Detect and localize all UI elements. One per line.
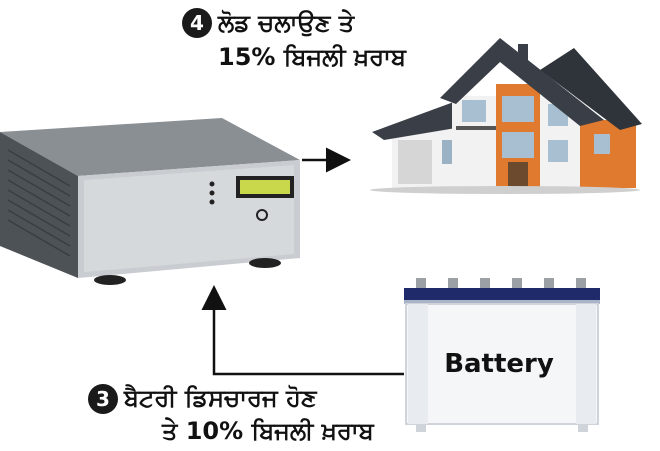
battery-to-inverter-arrow <box>201 285 404 376</box>
power-button-icon <box>256 209 268 221</box>
step-3-line-2: ਤੇ 10% ਬਿਜਲੀ ਖ਼ਰਾਬ <box>162 417 374 445</box>
step-3-line-1: ਬੈਟਰੀ ਡਿਸਚਾਰਜ ਹੋਣ <box>124 384 317 412</box>
step-3-badge: 3 <box>88 384 118 414</box>
inverter-illustration <box>0 118 300 285</box>
step-4-badge: 4 <box>182 8 212 38</box>
step-3-annotation: 3 ਬੈਟਰੀ ਡਿਸਚਾਰਜ ਹੋਣ ਤੇ 10% ਬਿਜਲੀ ਖ਼ਰਾਬ <box>88 382 374 448</box>
step-4-line-2: 15% ਬਿਜਲੀ ਖ਼ਰਾਬ <box>218 43 406 71</box>
battery-label: Battery <box>444 349 554 379</box>
battery-illustration: Battery <box>404 278 600 432</box>
step-4-line-1: ਲੋਡ ਚਲਾਉਣ ਤੇ <box>218 9 355 37</box>
step-4-annotation: 4 ਲੋਡ ਚਲਾਉਣ ਤੇ 15% ਬਿਜਲੀ ਖ਼ਰਾਬ <box>182 6 406 74</box>
house-illustration <box>370 38 642 194</box>
